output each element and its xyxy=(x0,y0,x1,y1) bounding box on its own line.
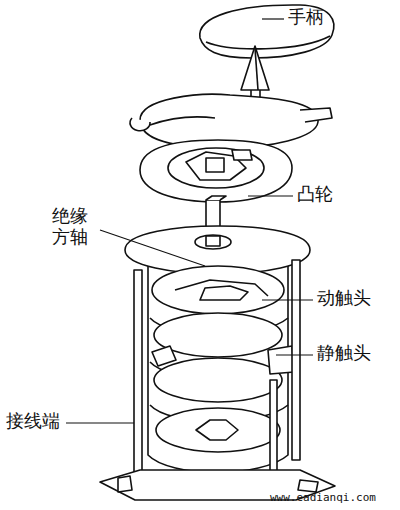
watermark: www.eadianqi.com xyxy=(270,492,376,505)
part-label: 凸轮 xyxy=(297,184,333,205)
part-label: 手柄 xyxy=(288,7,324,28)
part-label: 绝缘 方轴 xyxy=(52,206,92,247)
part-label: 接线端 xyxy=(6,411,60,432)
part-label: 静触头 xyxy=(317,343,371,364)
part-label: 动触头 xyxy=(317,288,371,309)
